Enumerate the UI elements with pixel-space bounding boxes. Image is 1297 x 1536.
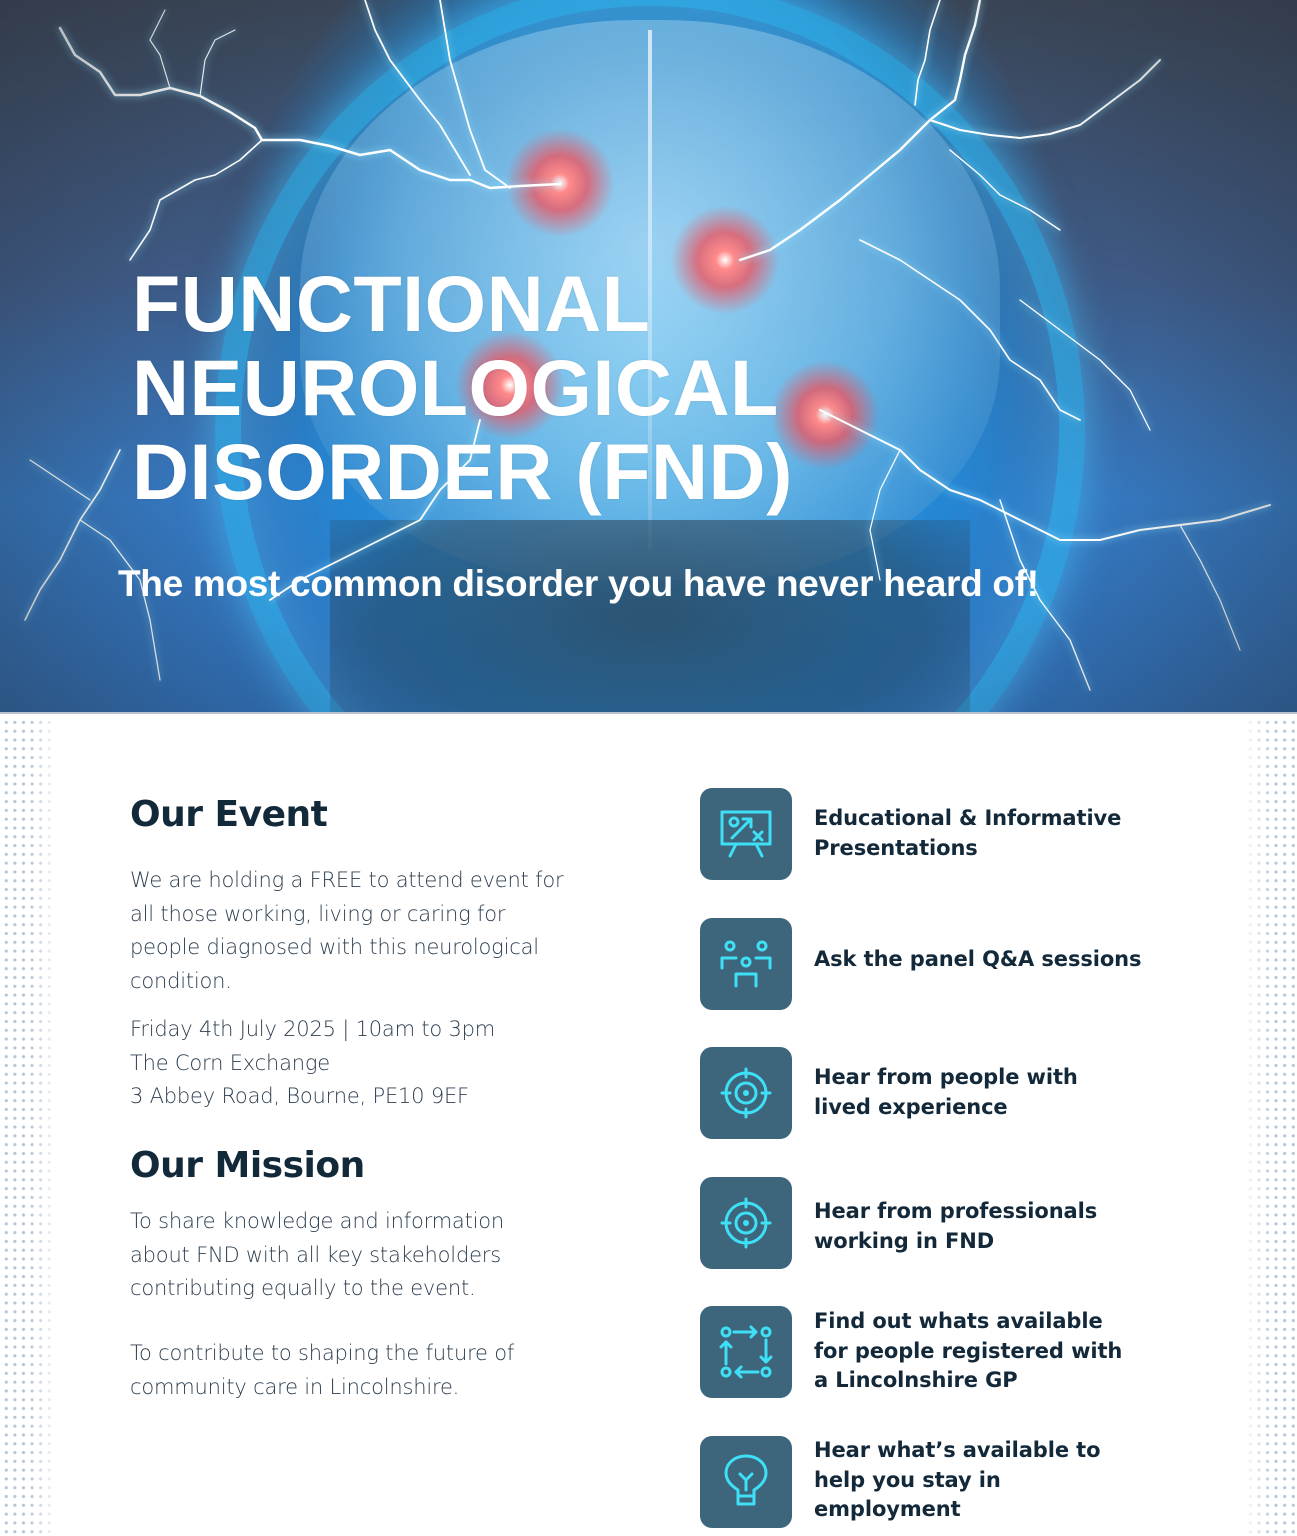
target-icon — [720, 1067, 772, 1119]
text-line: To share knowledge and information — [130, 1209, 505, 1233]
mission-paragraph-1: To share knowledge and information about… — [130, 1205, 650, 1306]
text-line: working in FND — [814, 1228, 995, 1253]
text-line: Find out whats available — [814, 1309, 1103, 1333]
hero-title: FUNCTIONAL NEUROLOGICAL DISORDER (FND) — [132, 262, 892, 514]
feature-label: Find out whats available for people regi… — [814, 1307, 1174, 1396]
hero-title-line: DISORDER (FND) — [132, 427, 793, 516]
event-venue: The Corn Exchange — [130, 1050, 330, 1075]
lightbulb-icon — [724, 1454, 768, 1506]
text-line: about FND with all key stakeholders — [130, 1242, 501, 1267]
icon-tile — [700, 1306, 792, 1398]
text-line: Presentations — [814, 835, 978, 860]
text-line: We are holding a FREE to attend event fo… — [130, 868, 564, 892]
text-line: Hear what’s available to — [814, 1438, 1101, 1462]
text-line: To contribute to shaping the future of — [130, 1341, 515, 1365]
text-line: all those working, living or caring for — [130, 901, 506, 926]
feature-item-lived-experience: Hear from people with lived experience — [700, 1047, 1200, 1141]
mission-paragraph-2: To contribute to shaping the future of c… — [130, 1337, 650, 1404]
hero-divider — [0, 712, 1297, 714]
icon-tile — [700, 1177, 792, 1269]
text-line: Hear from people with — [814, 1065, 1078, 1089]
text-line: people diagnosed with this neurological — [130, 935, 539, 959]
event-description: We are holding a FREE to attend event fo… — [130, 864, 650, 998]
event-details: Friday 4th July 2025 | 10am to 3pm The C… — [130, 1013, 650, 1114]
icon-tile — [700, 1436, 792, 1528]
feature-item-employment: Hear what’s available to help you stay i… — [700, 1436, 1200, 1530]
cycle-process-icon — [719, 1325, 773, 1379]
feature-item-presentations: Educational & Informative Presentations — [700, 788, 1200, 882]
dot-pattern-left — [2, 718, 57, 1536]
hero-vignette — [0, 0, 1297, 714]
group-people-icon — [720, 940, 772, 988]
icon-tile — [700, 918, 792, 1010]
feature-label: Hear from professionals working in FND — [814, 1197, 1174, 1256]
hero-banner: FUNCTIONAL NEUROLOGICAL DISORDER (FND) T… — [0, 0, 1297, 714]
presentation-board-icon — [720, 810, 772, 858]
text-line: community care in Lincolnshire. — [130, 1374, 460, 1399]
icon-tile — [700, 788, 792, 880]
hero-title-line: NEUROLOGICAL — [132, 343, 779, 432]
icon-tile — [700, 1047, 792, 1139]
event-address: 3 Abbey Road, Bourne, PE10 9EF — [130, 1084, 469, 1108]
hero-title-line: FUNCTIONAL — [132, 259, 651, 348]
text-line: employment — [814, 1497, 961, 1521]
text-line: lived experience — [814, 1094, 1008, 1119]
text-line: for people registered with — [814, 1338, 1123, 1363]
feature-label: Educational & Informative Presentations — [814, 804, 1174, 863]
dot-pattern-right — [1246, 718, 1297, 1536]
text-line: condition. — [130, 968, 232, 993]
text-line: Hear from professionals — [814, 1199, 1098, 1223]
text-line: help you stay in — [814, 1467, 1001, 1492]
feature-label: Hear what’s available to help you stay i… — [814, 1436, 1174, 1525]
feature-item-lincolnshire-gp: Find out whats available for people regi… — [700, 1306, 1200, 1400]
text-line: contributing equally to the event. — [130, 1276, 476, 1300]
feature-label: Ask the panel Q&A sessions — [814, 945, 1174, 975]
target-icon — [720, 1197, 772, 1249]
text-line: a Lincolnshire GP — [814, 1368, 1018, 1392]
mission-heading: Our Mission — [130, 1145, 365, 1186]
hero-subtitle: The most common disorder you have never … — [118, 563, 1039, 604]
feature-item-professionals: Hear from professionals working in FND — [700, 1177, 1200, 1271]
event-heading: Our Event — [130, 794, 328, 835]
feature-label: Hear from people with lived experience — [814, 1063, 1174, 1122]
text-line: Educational & Informative — [814, 806, 1122, 830]
feature-item-qa-panel: Ask the panel Q&A sessions — [700, 918, 1200, 1012]
text-line: Ask the panel Q&A sessions — [814, 947, 1142, 971]
event-date-time: Friday 4th July 2025 | 10am to 3pm — [130, 1017, 496, 1041]
